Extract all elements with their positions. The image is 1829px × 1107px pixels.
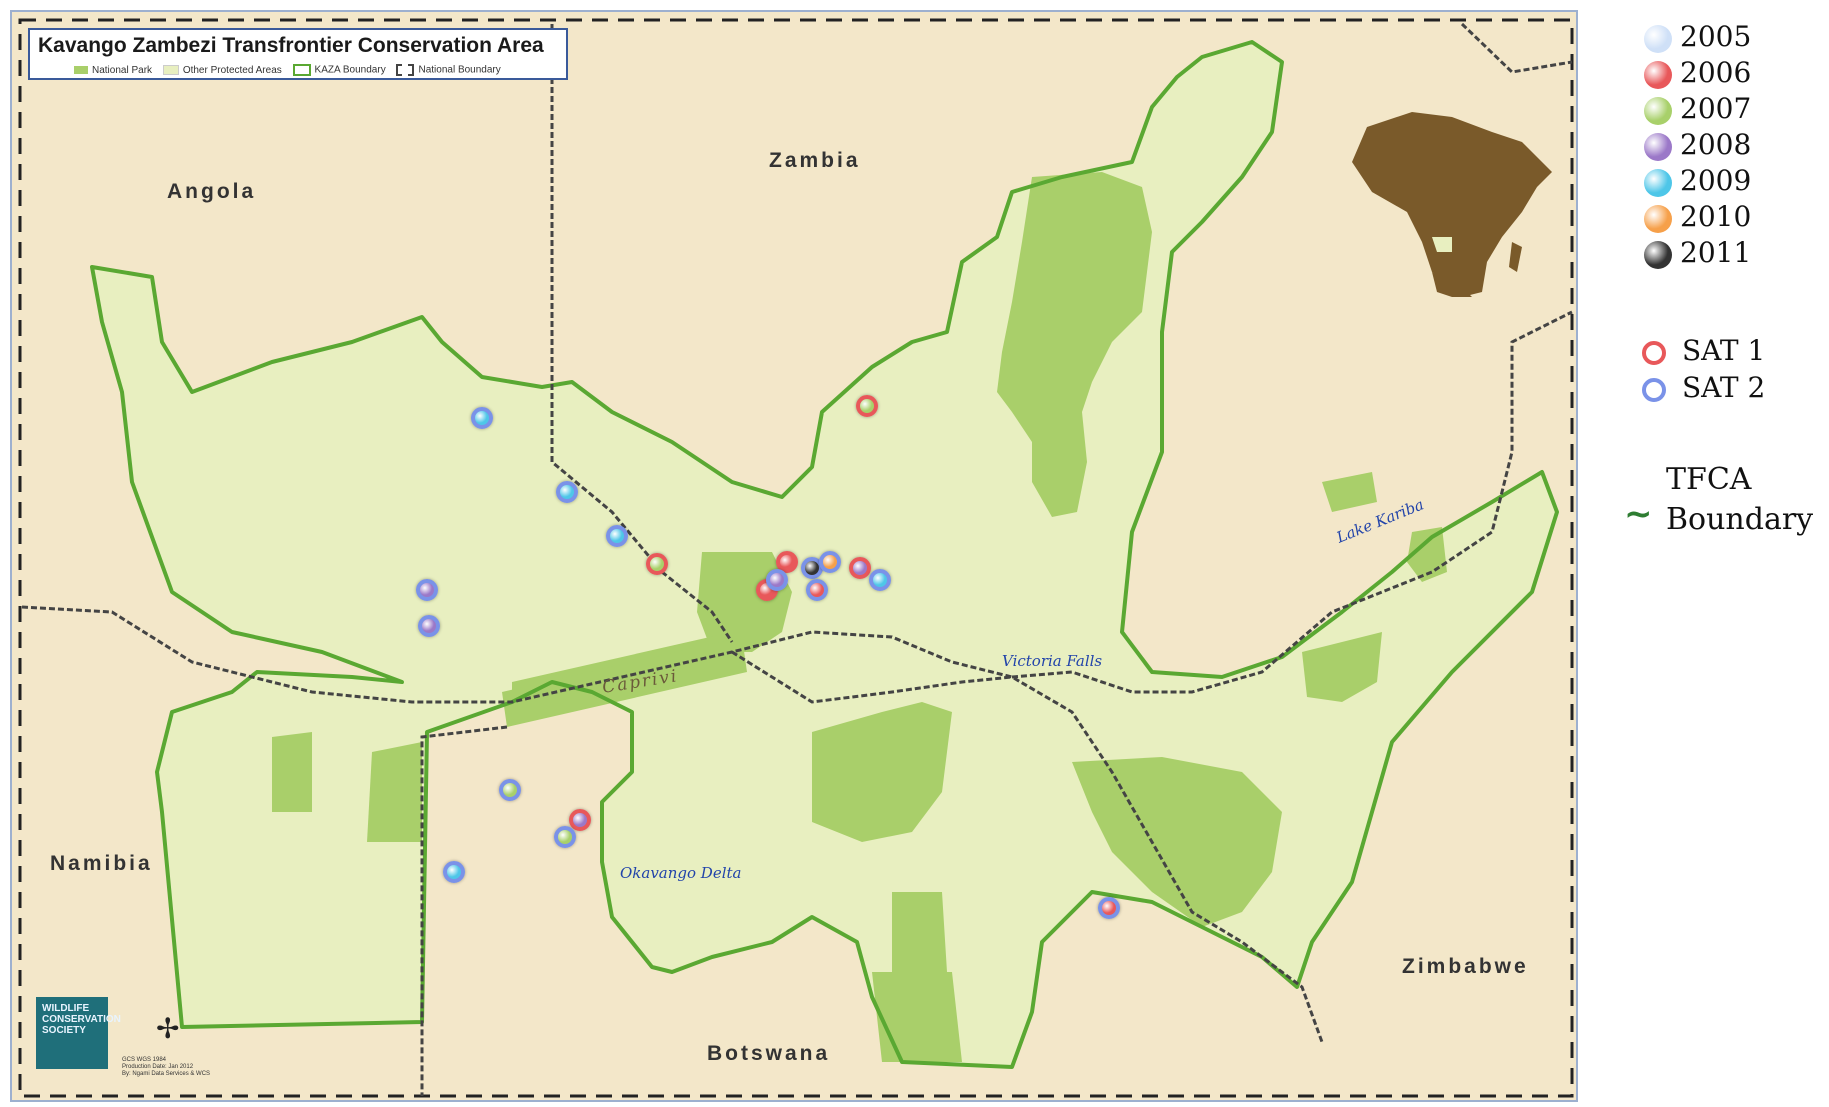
- key-national-park: National Park: [74, 65, 152, 76]
- legend-year-2011: 2011: [1680, 236, 1752, 269]
- key-kaza-boundary: KAZA Boundary: [292, 64, 386, 76]
- caprivi-strip: [502, 637, 747, 727]
- legend-year-2007: 2007: [1680, 92, 1752, 125]
- legend-boundary: Boundary: [1666, 502, 1814, 537]
- outbreak-marker: [443, 861, 465, 883]
- legend-sat1: SAT 1: [1682, 334, 1766, 367]
- outbreak-marker: [1098, 897, 1120, 919]
- legend-dot-2006: [1644, 61, 1672, 89]
- legend-ring-sat1: [1642, 341, 1666, 365]
- outbreak-marker: [499, 779, 521, 801]
- outbreak-marker: [418, 615, 440, 637]
- wcs-logo: Wildlife Conservation Society: [36, 997, 121, 1069]
- legend-dot-2010: [1644, 205, 1672, 233]
- legend-year-2008: 2008: [1680, 128, 1752, 161]
- tfca-boundary-icon: ~: [1624, 494, 1653, 534]
- legend-year-2010: 2010: [1680, 200, 1752, 233]
- legend-year-2005: 2005: [1680, 20, 1752, 53]
- country-angola: Angola: [167, 180, 257, 203]
- outbreak-marker: [554, 826, 576, 848]
- outbreak-marker: [856, 395, 878, 417]
- outbreak-marker: [849, 557, 871, 579]
- outbreak-marker: [471, 407, 493, 429]
- outbreak-marker: [569, 809, 591, 831]
- label-victoria-falls: Victoria Falls: [1002, 652, 1103, 670]
- map-neatline: [18, 18, 1574, 1098]
- country-zimbabwe: Zimbabwe: [1402, 955, 1529, 978]
- key-label: National Park: [92, 64, 153, 76]
- key-swatch: [162, 65, 179, 75]
- key-national-boundary: National Boundary: [396, 64, 501, 76]
- legend-dot-2005: [1644, 25, 1672, 53]
- country-botswana: Botswana: [707, 1042, 831, 1065]
- map-frame: Kavango Zambezi Transfrontier Conservati…: [10, 10, 1578, 1102]
- label-okavango-delta: Okavango Delta: [620, 864, 742, 882]
- key-swatch: [74, 66, 88, 74]
- legend-dot-2007: [1644, 97, 1672, 125]
- outbreak-marker: [606, 525, 628, 547]
- national-boundaries: [21, 22, 1573, 1096]
- map-title-box: Kavango Zambezi Transfrontier Conservati…: [28, 28, 568, 80]
- legend-sat2: SAT 2: [1682, 371, 1766, 404]
- legend-ring-sat2: [1642, 378, 1666, 402]
- outbreak-marker: [819, 551, 841, 573]
- outbreak-marker: [556, 481, 578, 503]
- map-key: National Park Other Protected Areas KAZA…: [74, 64, 509, 76]
- country-zambia: Zambia: [769, 149, 861, 172]
- africa-inset: [1352, 112, 1552, 297]
- key-label: Other Protected Areas: [182, 64, 282, 76]
- outbreak-marker: [646, 553, 668, 575]
- legend-year-2006: 2006: [1680, 56, 1752, 89]
- outbreak-marker: [766, 569, 788, 591]
- key-other-protected: Other Protected Areas: [162, 64, 282, 76]
- legend-year-2009: 2009: [1680, 164, 1752, 197]
- key-label: KAZA Boundary: [314, 64, 386, 76]
- legend-tfca: TFCA: [1666, 462, 1752, 497]
- outbreak-marker: [806, 579, 828, 601]
- legend-dot-2011: [1644, 241, 1672, 269]
- country-namibia: Namibia: [50, 852, 153, 875]
- outbreak-marker: [416, 579, 438, 601]
- key-swatch: [396, 64, 415, 76]
- legend-dot-2008: [1644, 133, 1672, 161]
- outbreak-marker: [776, 551, 798, 573]
- outbreak-marker: [869, 569, 891, 591]
- kaza-boundary: [90, 40, 1559, 1069]
- key-swatch: [292, 64, 311, 76]
- map-title: Kavango Zambezi Transfrontier Conservati…: [38, 34, 544, 57]
- key-label: National Boundary: [418, 64, 501, 76]
- legend-dot-2009: [1644, 169, 1672, 197]
- north-arrow-icon: ✢: [156, 1012, 180, 1045]
- map-credits: GCS WGS 1984 Production Date: Jan 2012 B…: [122, 1057, 211, 1077]
